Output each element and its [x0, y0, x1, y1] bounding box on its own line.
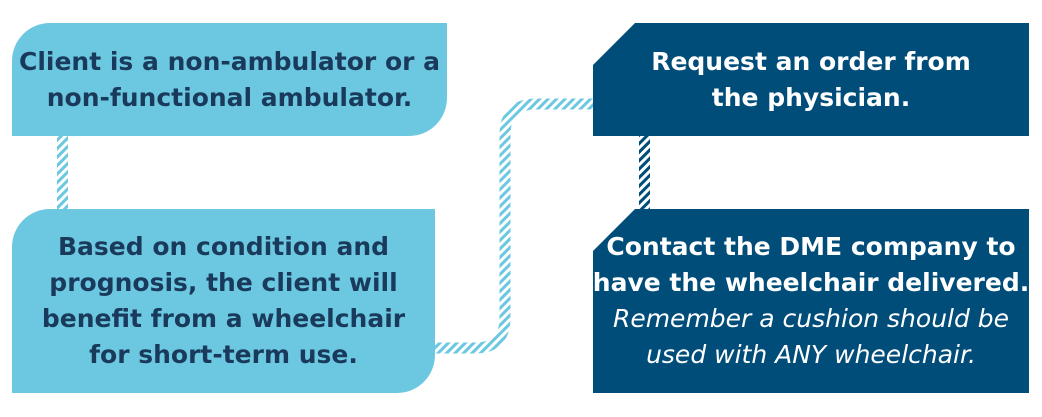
step-text: Based on condition and	[57, 232, 390, 261]
step-text: prognosis, the client will	[49, 268, 398, 297]
step-text: benefit from a wheelchair	[41, 304, 406, 333]
step-text: non-functional ambulator.	[46, 82, 413, 112]
connector-step3-step4	[639, 136, 650, 209]
step-text: Contact the DME company to	[606, 232, 1016, 261]
step-text: for short-term use.	[89, 340, 358, 369]
step-benefit-short-term: Based on condition and prognosis, the cl…	[12, 209, 435, 393]
connector-step1-step2	[57, 136, 68, 209]
step-request-order: Request an order from the physician.	[593, 23, 1029, 136]
step-text: Request an order from	[651, 46, 971, 76]
connector-step2-step3	[435, 98, 593, 354]
step-contact-dme: Contact the DME company to have the whee…	[593, 209, 1029, 393]
step-text: Client is a non-ambulator or a	[18, 46, 441, 76]
step-note: Remember a cushion should be	[612, 304, 1010, 333]
step-note: used with ANY wheelchair.	[646, 340, 976, 369]
step-text: the physician.	[711, 82, 911, 112]
step-text: have the wheelchair delivered.	[592, 268, 1030, 297]
step-non-ambulator: Client is a non-ambulator or a non-funct…	[12, 23, 447, 136]
